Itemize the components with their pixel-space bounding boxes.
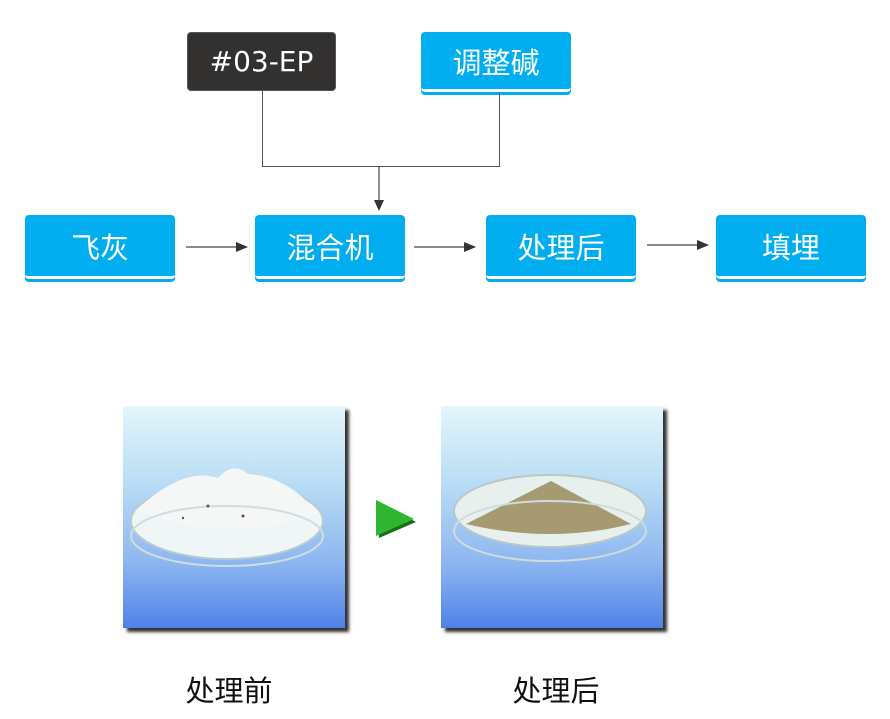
before-caption: 处理前: [185, 674, 273, 708]
connector-line: [499, 92, 500, 167]
additive-label: #03-EP: [209, 45, 314, 78]
step-mixer: 混合机: [255, 215, 405, 279]
after-photo: [441, 406, 663, 628]
alkali-box: 调整碱: [421, 32, 571, 92]
additive-box: #03-EP: [187, 32, 336, 91]
connector-line: [262, 91, 263, 167]
arrow-right-icon: [186, 242, 248, 252]
green-arrow-icon: [376, 500, 416, 538]
step-fly-ash: 飞灰: [25, 215, 175, 279]
step-landfill: 填埋: [716, 215, 866, 279]
alkali-label: 调整碱: [452, 45, 540, 80]
arrow-right-icon: [647, 240, 709, 250]
step-label: 混合机: [286, 230, 374, 265]
step-label: 处理后: [517, 230, 605, 265]
arrow-right-icon: [414, 242, 476, 252]
step-label: 飞灰: [70, 230, 129, 265]
arrow-down-icon: [374, 166, 384, 211]
before-photo: [123, 406, 345, 628]
step-label: 填埋: [761, 230, 820, 265]
connector-line: [262, 166, 500, 167]
after-caption: 处理后: [512, 674, 600, 708]
step-treated: 处理后: [486, 215, 636, 279]
